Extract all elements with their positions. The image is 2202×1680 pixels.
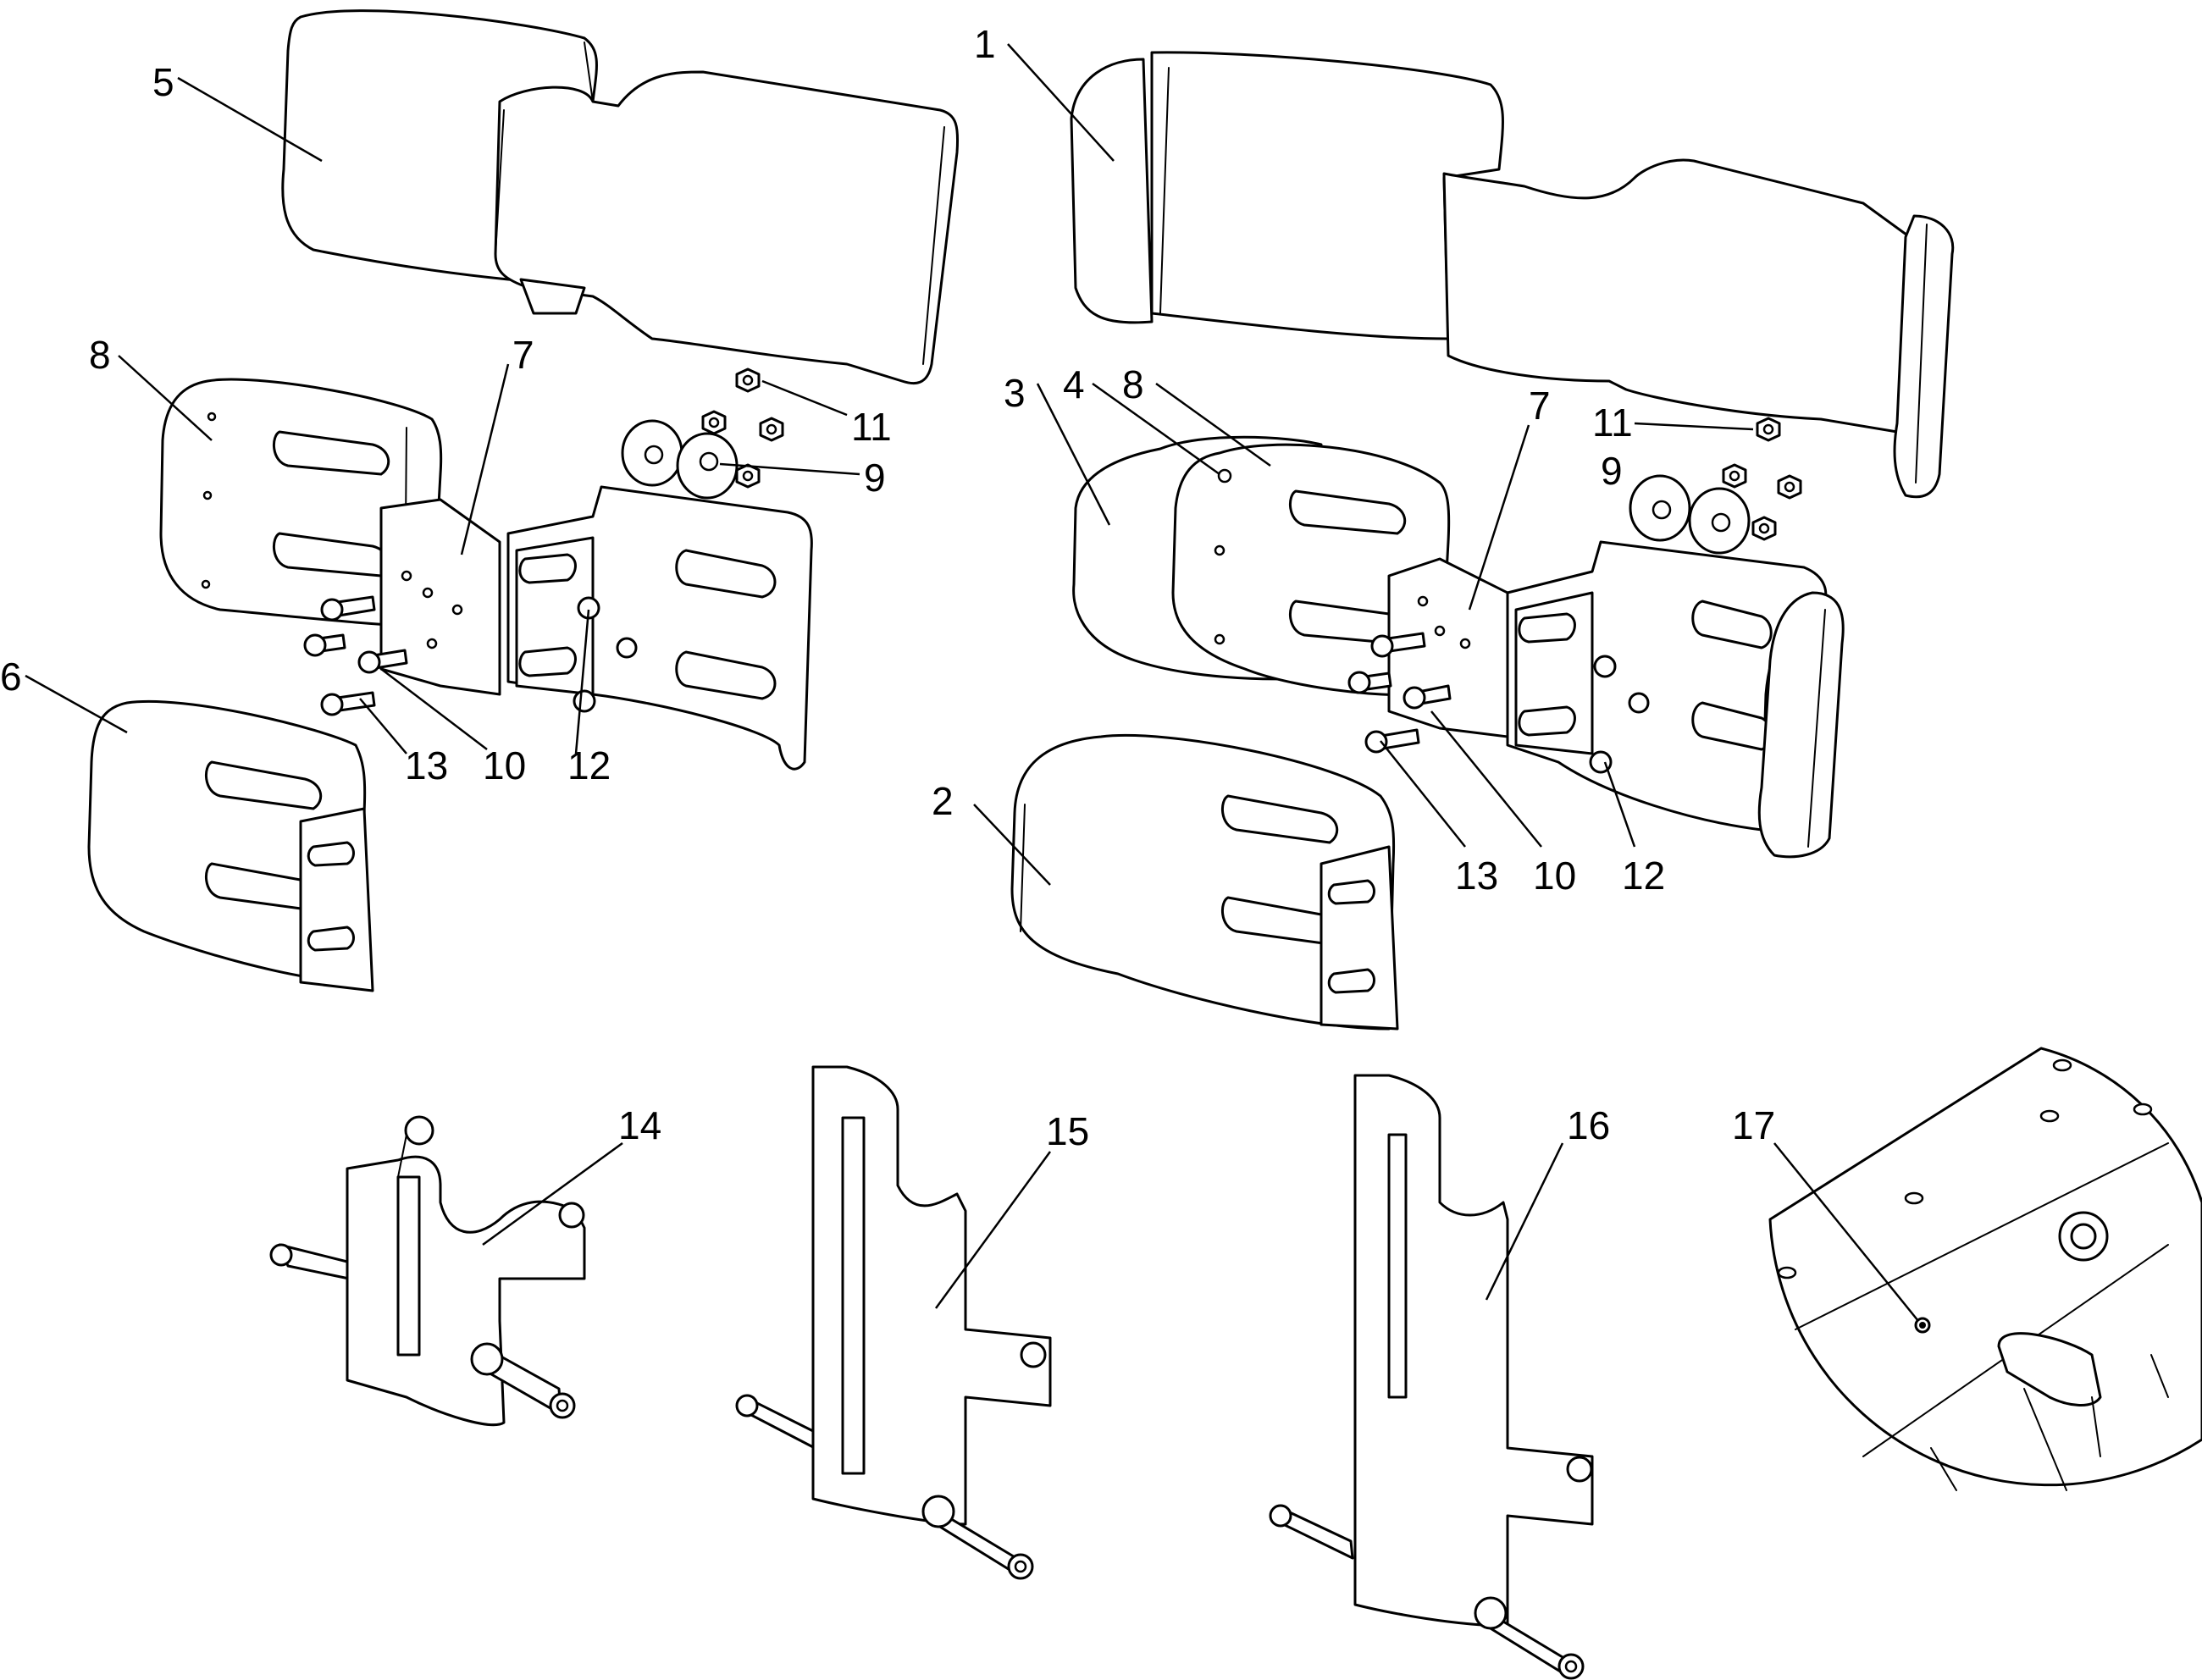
callout-labels: 1 2 3 4 5 6 7 7 8 8 9 9 10 10 11 11 12 1… [0,22,1775,1153]
callout-13a: 13 [405,743,448,788]
part-7-bracket-left [379,498,501,696]
callout-11b: 11 [1592,401,1633,445]
part-2-lower-pad [1010,733,1399,1031]
part-6-lower-pad [87,699,374,992]
callout-12a: 12 [567,743,611,788]
callout-17: 17 [1732,1103,1775,1147]
part-7-back-plate-right [1506,540,1845,859]
part-16-long-mount [1269,1074,1594,1680]
callout-5: 5 [152,60,174,104]
callout-9b: 9 [1601,449,1623,493]
callout-16: 16 [1567,1103,1610,1147]
callout-1: 1 [974,22,996,66]
part-7-back-plate-left [506,485,813,771]
callout-15: 15 [1046,1109,1089,1153]
part-8-side-plate-right [1171,443,1451,697]
part-17-detail-view [1768,1047,2202,1491]
callout-8b: 8 [1122,362,1144,406]
callout-9a: 9 [864,456,886,500]
callout-10b: 10 [1533,854,1576,898]
callout-12b: 12 [1622,854,1665,898]
callout-14: 14 [618,1103,661,1147]
callout-6: 6 [0,655,22,699]
part-10-13-screws-left [303,595,638,716]
part-9-spacers-left [621,419,739,500]
callout-13b: 13 [1455,854,1498,898]
part-14-short-mount [269,1115,586,1427]
callout-11a: 11 [851,405,892,449]
part-1-back-pad [1070,51,1955,499]
part-9-spacers-right [1629,474,1751,555]
leader-lines [25,43,1919,1322]
part-11-nuts-left [701,368,784,489]
callout-2: 2 [932,779,954,823]
part-11-nuts-right [1722,417,1802,541]
callout-7b: 7 [1529,384,1551,428]
part-5-upper-pad [281,9,960,384]
callout-4: 4 [1063,362,1085,406]
callout-7a: 7 [512,333,534,377]
part-10-13-screws-right [1347,632,1650,774]
callout-10a: 10 [483,743,526,788]
callout-8a: 8 [89,333,111,377]
callout-3: 3 [1004,371,1026,415]
part-15-medium-mount [735,1065,1052,1580]
part-8-side-plate-left [159,378,443,628]
